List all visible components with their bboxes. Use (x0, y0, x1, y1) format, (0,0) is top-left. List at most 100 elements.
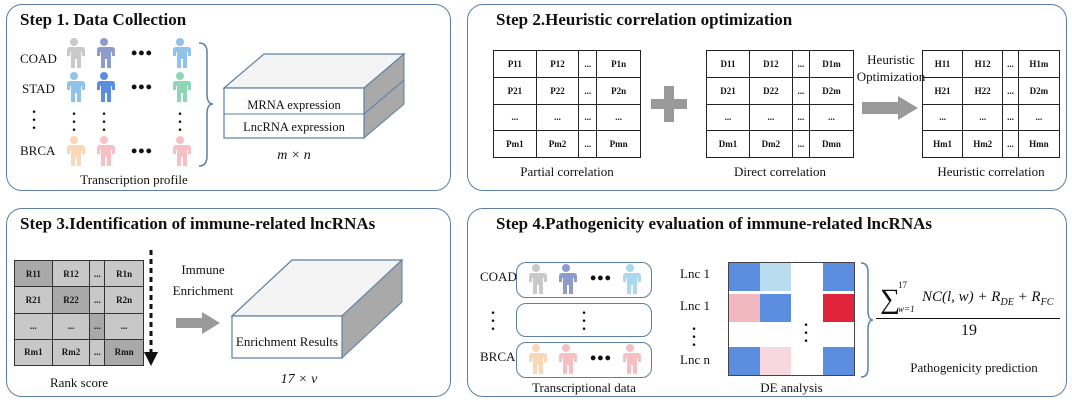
formula-sub-fc: FC (1040, 297, 1054, 308)
heatmap-cell (760, 263, 791, 291)
ellipsis: ••• (131, 43, 153, 63)
person-icon (66, 72, 85, 102)
enrichment-results-label: Enrichment Results (235, 334, 339, 349)
cancer-label-coad-step4: COAD (480, 269, 517, 284)
de-analysis-caption: DE analysis (760, 380, 823, 395)
rank-score-caption: Rank score (49, 375, 109, 390)
formula-sum: ∑ (880, 284, 900, 315)
enrichment-dimension-label: 17 × v (280, 372, 318, 387)
vertical-ellipsis: ··· (71, 106, 77, 139)
matrix-cell: D1m (808, 50, 855, 78)
cancer-label-coad: COAD (20, 51, 57, 66)
person-icon (622, 264, 641, 294)
matrix-cell: ... (578, 130, 598, 158)
matrix-cell: P22 (535, 76, 580, 105)
person-icon (558, 344, 577, 374)
vertical-ellipsis: ··· (490, 305, 496, 338)
matrix-cell: D12 (748, 50, 793, 78)
matrix-cell: R22 (51, 286, 91, 314)
matrix-cell: ... (1017, 103, 1061, 132)
heatmap-cell (823, 263, 854, 291)
bracket (860, 262, 874, 378)
cancer-data-box-mid (516, 303, 652, 337)
matrix-cell: P21 (493, 76, 537, 105)
matrix-cell: D2m (808, 76, 855, 105)
matrix-cell: ... (791, 130, 810, 158)
matrix-cell: ... (89, 286, 106, 314)
matrix-cell: ... (962, 103, 1004, 132)
person-icon-grid (66, 38, 191, 166)
ellipsis: ••• (590, 268, 612, 288)
matrix-cell: ... (14, 312, 53, 340)
person-icon (66, 38, 85, 68)
matrix-cell: D21 (706, 76, 750, 105)
matrix-cell: D22 (748, 76, 793, 105)
matrix-cell: P2n (596, 76, 641, 105)
pathogenicity-prediction-caption: Pathogenicity prediction (910, 360, 1038, 375)
heuristic-arrow-label: Heuristic (867, 52, 915, 67)
matrix-cell: ... (1002, 76, 1019, 105)
lncrna-expression-label: LncRNA expression (243, 120, 345, 134)
bracket (198, 42, 214, 167)
cancer-data-box-brca (516, 342, 652, 378)
matrix-cell: R21 (14, 286, 53, 314)
matrix-cell: R2n (104, 286, 144, 314)
transcriptional-data-caption: Transcriptional data (532, 380, 636, 395)
heatmap-cell (729, 263, 760, 291)
matrix-cell: R1n (104, 259, 144, 288)
matrix-cell: P12 (535, 50, 580, 78)
data-slab-3d (222, 52, 406, 140)
matrix-cell: ... (921, 103, 964, 132)
matrix-cell: Hm2 (962, 130, 1004, 158)
ellipsis: ••• (590, 348, 612, 368)
pathogenicity-formula: ∑ 17 w=1 NC(l, w) + RDE + RFC 19 (874, 280, 1064, 350)
step3-title: Step 3.Identification of immune-related … (20, 214, 376, 233)
matrix-cell: Rm1 (14, 338, 53, 367)
matrix-cell: Hmn (1017, 130, 1061, 158)
matrix-cell: Dm1 (706, 130, 750, 158)
matrix-cell: ... (578, 76, 598, 105)
matrix-cell: D2m (1017, 76, 1061, 105)
immune-arrow-label: Immune (181, 262, 225, 277)
person-icon (96, 38, 115, 68)
formula-denominator: 19 (961, 322, 977, 339)
heatmap-cell (760, 347, 791, 375)
right-arrow-icon (862, 96, 918, 120)
de-heatmap (728, 262, 855, 376)
heatmap-cell (729, 294, 760, 322)
step1-title: Step 1. Data Collection (20, 10, 187, 29)
lnc-label-1: Lnc 1 (680, 266, 710, 281)
dashed-down-arrow-icon (144, 250, 158, 366)
heuristic-correlation-caption: Heuristic correlation (937, 164, 1045, 179)
matrix-cell: ... (808, 103, 855, 132)
matrix-cell: ... (1002, 103, 1019, 132)
matrix-cell: Rmn (104, 338, 144, 367)
matrix-cell: ... (706, 103, 750, 132)
matrix-cell: ... (596, 103, 641, 132)
person-icon (96, 136, 115, 166)
matrix-cell: ... (578, 103, 598, 132)
vertical-ellipsis: ··· (691, 321, 697, 354)
lnc-label-n: Lnc n (680, 352, 710, 367)
matrix-cell: ... (535, 103, 580, 132)
mrna-expression-label: MRNA expression (247, 98, 341, 112)
matrix-cell: Dm2 (748, 130, 793, 158)
matrix-cell: ... (791, 103, 810, 132)
matrix-cell: Rm2 (51, 338, 91, 367)
right-arrow-icon (176, 312, 220, 334)
plus-icon (651, 86, 687, 122)
cancer-data-box-coad (516, 262, 652, 298)
heatmap-cell (823, 347, 854, 375)
person-icon (172, 72, 191, 102)
matrix-cell: ... (1002, 50, 1019, 78)
dimension-label: m × n (277, 148, 311, 163)
partial-correlation-caption: Partial correlation (520, 164, 614, 179)
lnc-label-2: Lnc 1 (680, 298, 710, 313)
person-icon (622, 344, 641, 374)
matrix-cell: H1m (1017, 50, 1061, 78)
enrichment-slab-3d (230, 258, 404, 360)
step2-title: Step 2.Heuristic correlation optimizatio… (496, 10, 793, 29)
matrix-cell: R12 (51, 259, 91, 288)
vertical-ellipsis: ··· (177, 106, 183, 139)
matrix-cell: ... (791, 50, 810, 78)
